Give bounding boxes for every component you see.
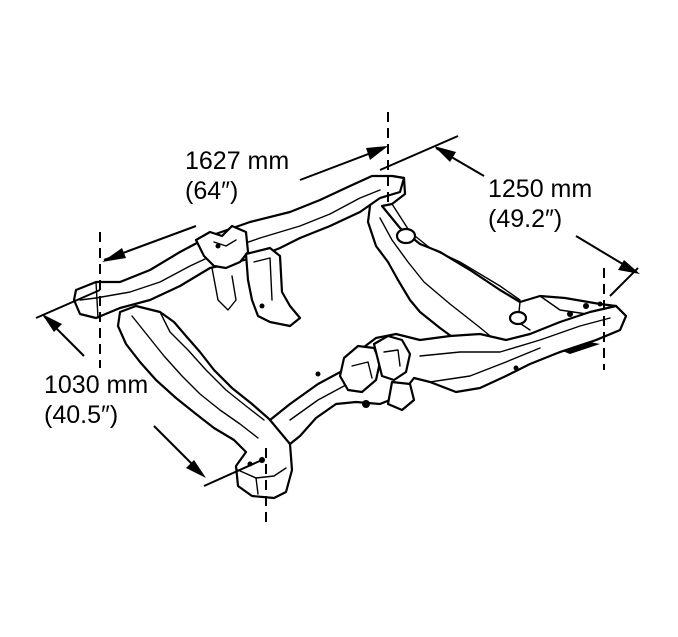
- dimension-line-1030: [35, 289, 263, 487]
- dimension-label-1250: 1250 mm (49.2″): [488, 174, 592, 234]
- dimension-line-1627: [102, 146, 388, 262]
- arrowhead-1627-right: [366, 146, 388, 160]
- dimension-metric-1627: 1627 mm: [185, 147, 290, 175]
- arrowhead-1030-bottom: [186, 460, 206, 478]
- dimension-imperial-1627: (64″): [185, 177, 239, 205]
- dimension-imperial-1250: (49.2″): [488, 205, 563, 233]
- dimension-metric-1030: 1030 mm: [44, 371, 149, 399]
- dimension-imperial-1030: (40.5″): [44, 401, 119, 429]
- arrowhead-1250-right: [618, 260, 640, 274]
- dimension-label-1030: 1030 mm (40.5″): [44, 370, 148, 430]
- arrowhead-1250-top: [434, 146, 456, 162]
- left-frame-rail: [116, 304, 294, 500]
- dimension-line-1250: [379, 135, 640, 297]
- arrowhead-1030-left: [42, 314, 62, 332]
- dimension-metric-1250: 1250 mm: [488, 175, 593, 203]
- rear-cross-member: [72, 174, 406, 328]
- reference-centerlines: [99, 112, 605, 528]
- front-cross-member: [268, 304, 628, 446]
- dimension-label-1627: 1627 mm (64″): [185, 146, 289, 206]
- arrowhead-1627-left: [102, 248, 126, 262]
